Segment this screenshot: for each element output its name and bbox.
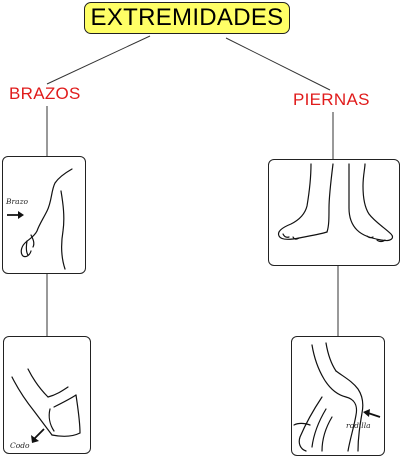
connector-root-piernas (225, 37, 331, 91)
elbow-caption: Codo (10, 441, 30, 450)
knee-drawing (293, 342, 381, 452)
knee-image: rodilla (291, 336, 385, 456)
elbow-image: Codo (3, 336, 91, 454)
root-node: EXTREMIDADES (84, 2, 290, 34)
arm-drawing (7, 168, 73, 270)
elbow-drawing (11, 368, 81, 443)
feet-legs-drawing (277, 163, 394, 243)
root-label: EXTREMIDADES (90, 4, 284, 31)
arm-image: Brazo (2, 156, 86, 274)
feet-image (268, 159, 400, 266)
knee-caption: rodilla (346, 421, 371, 430)
branch-label-piernas: PIERNAS (293, 90, 370, 109)
branch-label-brazos: BRAZOS (9, 84, 81, 103)
arm-caption: Brazo (6, 197, 29, 206)
connector-root-brazos (46, 35, 151, 85)
